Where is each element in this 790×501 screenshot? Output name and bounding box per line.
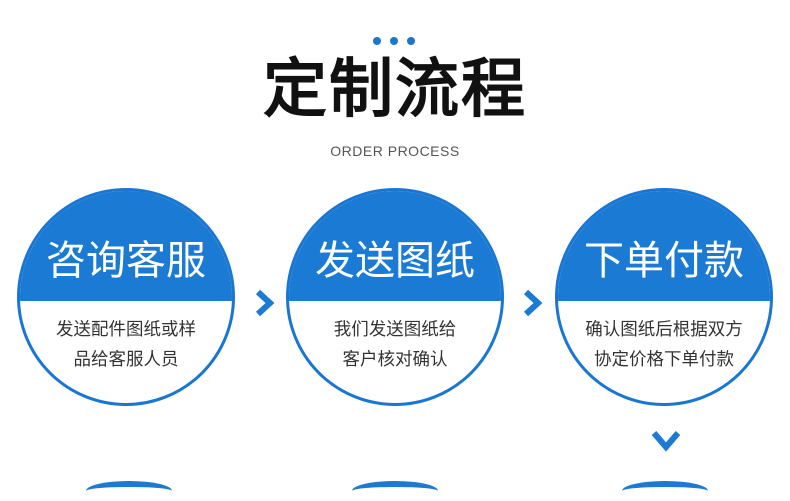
page-title: 定制流程 (263, 53, 527, 127)
page-subtitle: ORDER PROCESS (330, 143, 460, 159)
chevron-right-icon (255, 289, 275, 317)
step-header-band (20, 191, 232, 302)
step-heading: 下单付款 (584, 238, 744, 284)
step-card-order-payment: 下单付款 确认图纸后根据双方 协定价格下单付款 (555, 188, 773, 406)
step-description-line: 我们发送图纸给 (333, 320, 457, 340)
next-step-circle-edge (86, 481, 172, 501)
step-description: 我们发送图纸给 客户核对确认 (303, 315, 487, 375)
step-description-line: 品给客服人员 (73, 350, 179, 370)
step-description: 发送配件图纸或样 品给客服人员 (34, 315, 218, 375)
step-heading: 发送图纸 (315, 238, 475, 284)
step-description-line: 确认图纸后根据双方 (585, 320, 743, 340)
dot (390, 37, 398, 45)
step-description: 确认图纸后根据双方 协定价格下单付款 (572, 315, 756, 375)
step-header-band (289, 191, 501, 302)
step-heading: 咨询客服 (46, 238, 206, 284)
step-description-line: 客户核对确认 (342, 350, 448, 370)
decorative-dots (373, 37, 415, 45)
step-description-line: 发送配件图纸或样 (56, 320, 196, 340)
dot (373, 37, 381, 45)
next-step-circle-edge (352, 481, 438, 501)
dot (407, 37, 415, 45)
next-step-circle-edge (622, 481, 708, 501)
step-card-send-drawing: 发送图纸 我们发送图纸给 客户核对确认 (286, 188, 504, 406)
step-card-consult: 咨询客服 发送配件图纸或样 品给客服人员 (17, 188, 235, 406)
step-header-band (558, 191, 770, 302)
chevron-down-icon (651, 431, 681, 452)
step-description-line: 协定价格下单付款 (594, 350, 734, 370)
chevron-right-icon (523, 289, 543, 317)
